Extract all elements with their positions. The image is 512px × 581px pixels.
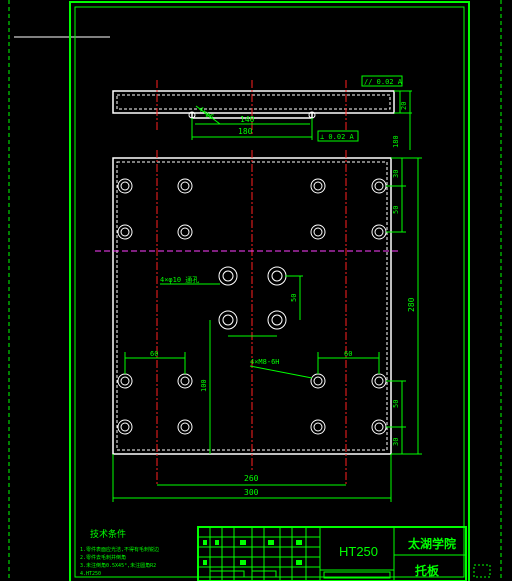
tech-req-line-3: 3.未注倒角0.5X45°,未注圆角R2 — [80, 562, 156, 569]
tech-req-line-1: 1.零件表面应光洁,不得有毛刺锐边 — [80, 546, 159, 553]
dim-overall-width-text: 300 — [244, 488, 259, 497]
callout-leader-2 — [249, 365, 313, 379]
tol-top-text: // 0.02 A — [364, 78, 403, 86]
top-leader — [195, 105, 221, 125]
drawing-border — [69, 1, 470, 581]
corner-marker — [473, 564, 491, 578]
title-block-marks — [203, 540, 391, 579]
center-hole — [218, 310, 238, 330]
dim-offset-text: 100 — [200, 379, 208, 392]
dim-right-bot-b: 30 — [392, 438, 400, 446]
dim-inner-width-text: 260 — [244, 474, 259, 483]
dim-right-spacing-text: 60 — [344, 350, 352, 358]
top-dim-right: 20 — [400, 102, 408, 110]
top-view: 140 180 4×φ6 // 0.02 A ⊥ 0.02 A 20 180 — [112, 75, 412, 150]
hole — [177, 419, 193, 435]
top-dim-mid: 180 — [238, 127, 253, 136]
hole — [310, 178, 326, 194]
hole-pattern — [117, 178, 387, 435]
center-hole — [267, 310, 287, 330]
center-hole — [267, 266, 287, 286]
hole — [117, 224, 133, 240]
title-block: HT250 太湖学院 托板 — [197, 526, 467, 581]
hole — [371, 419, 387, 435]
dim-right-top-b: 50 — [392, 206, 400, 214]
tol-frame-top — [361, 75, 403, 87]
hole — [177, 373, 193, 389]
hole — [310, 224, 326, 240]
tech-requirements: 技术条件 1.零件表面应光洁,不得有毛刺锐边 2.零件去毛刺并倒角 3.未注倒角… — [80, 528, 159, 577]
school-text: 太湖学院 — [408, 536, 456, 551]
callout-2: 4×M8-6H — [250, 358, 280, 366]
top-view-outline — [112, 90, 395, 114]
dim-right-bot-a: 50 — [392, 400, 400, 408]
title-block-frame — [197, 526, 467, 581]
hole — [310, 419, 326, 435]
center-hole — [218, 266, 238, 286]
hole — [177, 178, 193, 194]
part-name-text: 托板 — [415, 563, 440, 578]
drawing-inner-border — [74, 6, 465, 578]
hole — [371, 373, 387, 389]
hole — [310, 373, 326, 389]
dim-overall-height-text: 280 — [407, 297, 416, 312]
plan-view: 4×φ10 通孔 4×M8-6H 50 100 60 60 260 300 28… — [95, 150, 422, 502]
dim-right-top-a: 30 — [392, 170, 400, 178]
material-text: HT250 — [339, 544, 378, 559]
title-block-grid — [198, 527, 466, 581]
top-dim-inner: 140 — [240, 115, 255, 124]
top-dim-right-2: 180 — [392, 135, 400, 148]
tol-frame-bottom — [317, 130, 359, 142]
tech-req-title: 技术条件 — [90, 528, 126, 540]
tech-req-line-4: 4.HT250 — [80, 571, 101, 577]
hole — [117, 178, 133, 194]
hole — [371, 178, 387, 194]
dim-left-spacing-text: 60 — [150, 350, 158, 358]
callout-1: 4×φ10 通孔 — [160, 275, 199, 284]
hole — [371, 224, 387, 240]
tech-req-line-2: 2.零件去毛刺并倒角 — [80, 554, 126, 561]
hole — [117, 419, 133, 435]
dim-center-vert-text: 50 — [290, 294, 298, 302]
tol-bottom-text: ⊥ 0.02 A — [320, 133, 355, 141]
hole — [117, 373, 133, 389]
top-view-hidden — [116, 94, 391, 110]
hole — [177, 224, 193, 240]
